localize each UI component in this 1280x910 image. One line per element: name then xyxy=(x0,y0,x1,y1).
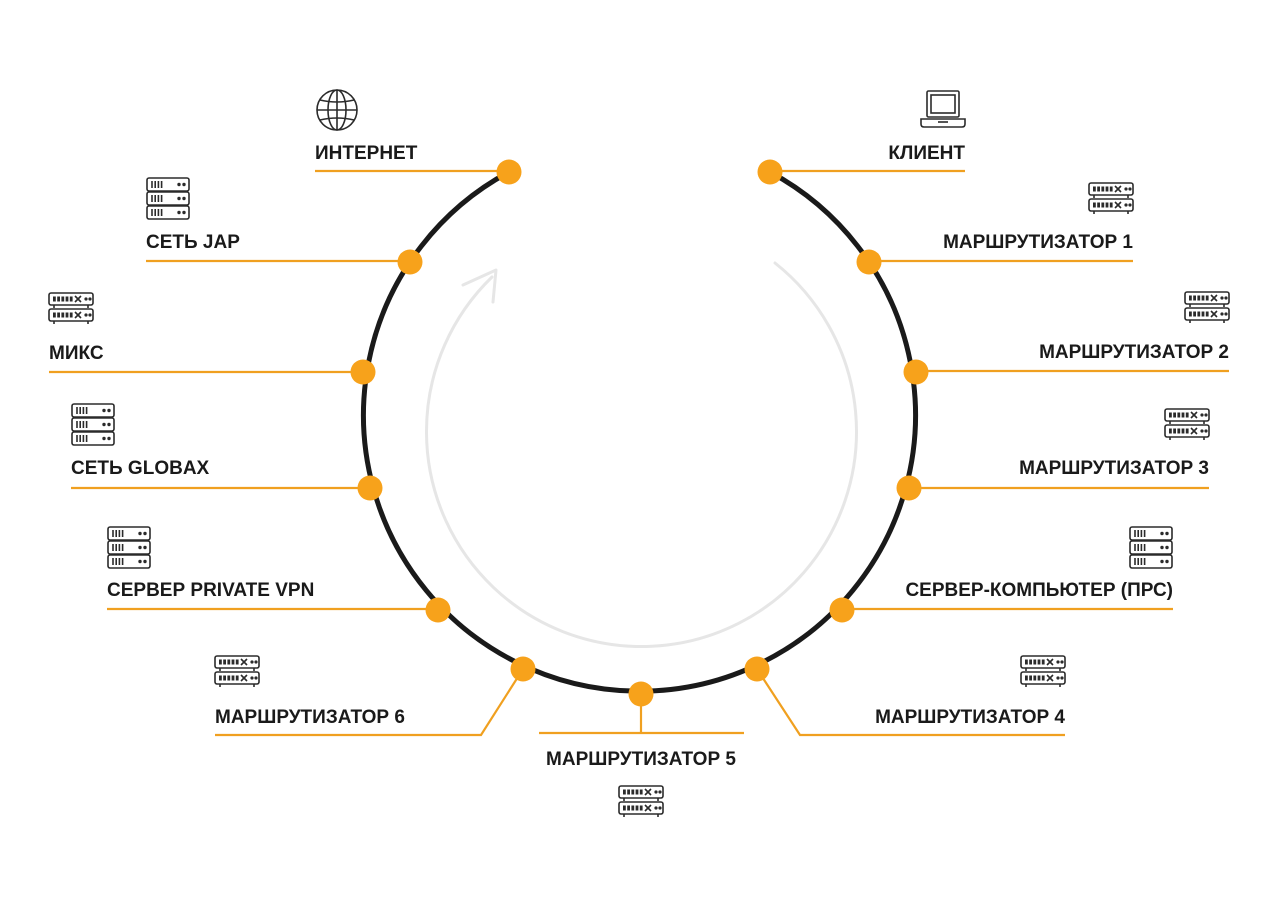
node-label-mix: МИКС xyxy=(49,343,104,364)
node-dot-router-1 xyxy=(856,249,882,275)
node-dot-jap xyxy=(397,249,423,275)
server-icon xyxy=(71,403,115,446)
flow-direction-arrow xyxy=(425,261,858,649)
node-label-pc-server: СЕРВЕР-КОМПЬЮТЕР (ПРС) xyxy=(905,580,1173,601)
server-icon xyxy=(146,177,190,220)
globe-icon xyxy=(316,89,358,131)
leader-line-router-6 xyxy=(215,668,524,737)
node-dot-private-vpn xyxy=(425,597,451,623)
node-dot-mix xyxy=(350,359,376,385)
leader-lines xyxy=(49,169,1229,737)
node-dot-pc-server xyxy=(829,597,855,623)
router-icon xyxy=(1088,182,1134,214)
router-icon xyxy=(1020,655,1066,687)
node-labels: ИНТЕРНЕТ СЕТЬ JAP МИКС СЕТЬ GLOBAX СЕРВЕР PR… xyxy=(49,143,1229,770)
leader-line-router-4 xyxy=(756,668,1065,737)
node-label-private-vpn: СЕРВЕР PRIVATE VPN xyxy=(107,580,314,601)
laptop-icon xyxy=(920,90,966,128)
server-icon xyxy=(1129,526,1173,569)
server-icon xyxy=(107,526,151,569)
leader-line-router-5 xyxy=(539,694,744,735)
node-label-router-3: МАРШРУТИЗАТОР 3 xyxy=(1019,458,1209,479)
node-label-router-5: МАРШРУТИЗАТОР 5 xyxy=(546,749,736,770)
node-label-router-4: МАРШРУТИЗАТОР 4 xyxy=(875,707,1065,728)
node-dot-globax xyxy=(357,475,383,501)
router-icon xyxy=(214,655,260,687)
node-icons xyxy=(48,89,1230,817)
node-label-router-1: МАРШРУТИЗАТОР 1 xyxy=(943,232,1133,253)
node-label-jap: СЕТЬ JAP xyxy=(146,232,240,253)
node-dot-router-2 xyxy=(903,359,929,385)
node-label-router-2: МАРШРУТИЗАТОР 2 xyxy=(1039,342,1229,363)
node-dot-router-5 xyxy=(628,681,654,707)
node-dots xyxy=(350,159,929,707)
router-icon xyxy=(48,292,94,324)
node-label-globax: СЕТЬ GLOBAX xyxy=(71,458,210,479)
node-dot-client xyxy=(757,159,783,185)
router-icon xyxy=(1164,408,1210,440)
router-icon xyxy=(1184,291,1230,323)
node-dot-internet xyxy=(496,159,522,185)
node-dot-router-4 xyxy=(744,656,770,682)
node-dot-router-3 xyxy=(896,475,922,501)
node-label-internet: ИНТЕРНЕТ xyxy=(315,143,418,164)
router-icon xyxy=(618,785,664,817)
node-label-client: КЛИЕНТ xyxy=(888,143,965,164)
node-dot-router-6 xyxy=(510,656,536,682)
node-label-router-6: МАРШРУТИЗАТОР 6 xyxy=(215,707,405,728)
